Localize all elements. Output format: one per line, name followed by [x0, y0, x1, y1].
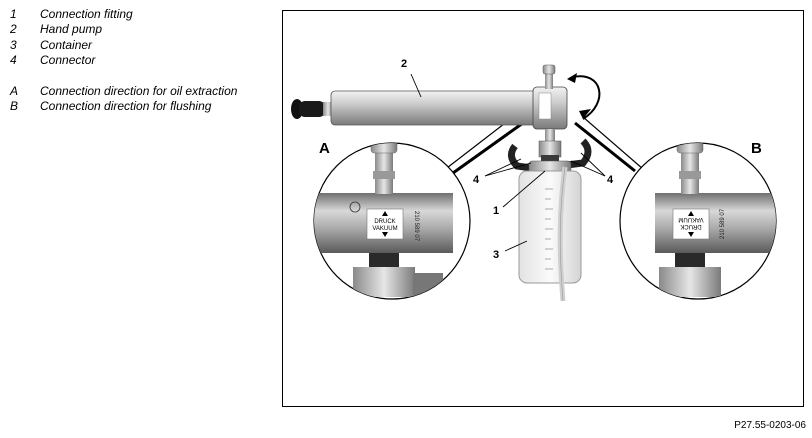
leader-lines	[410, 73, 606, 252]
callout-a: A	[319, 140, 330, 157]
hand-pump	[291, 64, 601, 130]
part-number-a: 210 589 07	[413, 211, 419, 242]
part-number-b: 210 589 07	[720, 208, 726, 239]
pump-illustration: DRUCK VAKUUM 210 589 07 D	[291, 58, 777, 302]
legend-direction-b: B Connection direction for flushing	[10, 99, 237, 114]
legend-key: B	[10, 99, 19, 114]
legend-key: A	[10, 83, 19, 98]
magnify-lines	[442, 116, 644, 175]
callout-2: 2	[401, 58, 407, 70]
image-code: P27.55-0203-06	[734, 420, 806, 431]
callout-1: 1	[493, 205, 499, 217]
figure-frame: DRUCK VAKUUM 210 589 07 D	[282, 10, 804, 407]
detail-a: DRUCK VAKUUM 210 589 07	[313, 142, 471, 300]
legend-key: 4	[10, 53, 17, 68]
callout-3: 3	[493, 249, 499, 261]
callouts: 2 4 4 1 3 A B	[319, 58, 762, 261]
legend-item-1: 1 Connection fitting	[10, 7, 237, 22]
legend-item-2: 2 Hand pump	[10, 22, 237, 37]
label-druck-b: DRUCK	[680, 223, 701, 229]
label-vakuum-b: VAKUUM	[678, 216, 703, 222]
legend-text: Connection direction for flushing	[40, 99, 212, 114]
legend-key: 1	[10, 7, 17, 21]
legend: 1 Connection fitting 2 Hand pump 3 Conta…	[10, 7, 237, 114]
legend-text: Connector	[40, 53, 96, 68]
detail-b: DRUCK VAKUUM 210 589 07	[619, 142, 777, 300]
container	[518, 166, 582, 302]
legend-key: 3	[10, 37, 17, 52]
legend-text: Hand pump	[40, 22, 103, 37]
label-vakuum-a: VAKUUM	[372, 226, 397, 232]
legend-direction-a: A Connection direction for oil extractio…	[10, 84, 237, 99]
legend-key: 2	[10, 22, 17, 37]
legend-text: Connection direction for oil extraction	[40, 83, 238, 98]
legend-item-4: 4 Connector	[10, 53, 237, 68]
label-druck-a: DRUCK	[374, 219, 395, 225]
callout-4-right: 4	[607, 174, 614, 186]
callout-b: B	[751, 140, 762, 157]
callout-4-left: 4	[473, 174, 480, 186]
legend-text: Connection fitting	[40, 7, 133, 21]
legend-item-3: 3 Container	[10, 38, 237, 53]
valve-stack	[508, 129, 592, 174]
legend-text: Container	[40, 37, 93, 52]
